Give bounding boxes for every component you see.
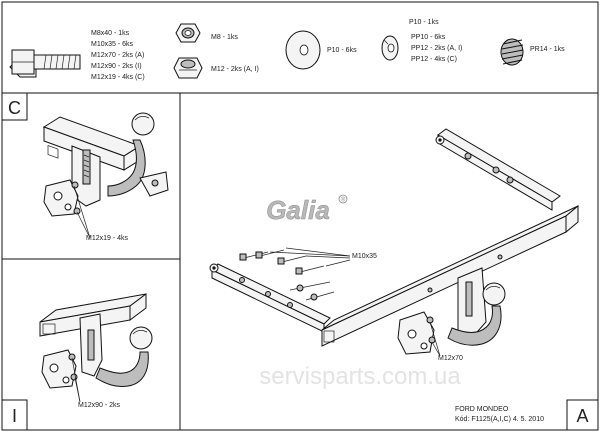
hex-bolt-icon — [9, 49, 81, 78]
spring-pr14-label: PR14 - 1ks — [530, 46, 565, 53]
nut-m8-icon — [175, 23, 201, 43]
spring-washer-icon — [381, 35, 399, 61]
view-c-letter-box: C — [1, 92, 28, 121]
view-a-bolt-m12-label: M12x70 — [438, 355, 463, 362]
footer-code: Kód: F1125(A,I,C) 4. 5. 2010 — [455, 416, 544, 423]
washer-pp-line-3: PP12 - 4ks (C) — [411, 56, 457, 63]
svg-text:I: I — [12, 406, 17, 426]
svg-text:®: ® — [341, 197, 346, 204]
view-i-drawing — [39, 293, 153, 403]
washer-p10-label: P10 - 6ks — [327, 47, 357, 54]
view-a-drawing — [209, 128, 579, 357]
nut-m8-label: M8 - 1ks — [211, 34, 238, 41]
view-c-bolt-label: M12x19 - 4ks — [86, 235, 129, 242]
coil-spring-icon — [500, 38, 524, 66]
washer-pp-title: P10 - 1ks — [409, 19, 439, 26]
view-c-drawing — [42, 112, 169, 239]
svg-text:Galia: Galia — [266, 195, 330, 225]
view-a-letter-box: A — [566, 399, 599, 431]
svg-text:A: A — [576, 406, 588, 426]
bolt-line-2: M12x70 - 2ks (A) — [91, 52, 144, 59]
watermark: servisparts.com.ua — [259, 363, 461, 390]
bolt-line-1: M10x35 - 6ks — [91, 41, 134, 48]
svg-text:C: C — [8, 98, 21, 118]
bolt-m8-label: M8x40 - 1ks — [91, 30, 130, 37]
bolt-line-3: M12x90 - 2ks (I) — [91, 63, 142, 70]
footer-model: FORD MONDEO — [455, 406, 509, 413]
washer-pp-line-1: PP10 - 6ks — [411, 34, 446, 41]
nut-m12-icon — [173, 57, 203, 79]
view-a-bolt-m10-label: M10x35 — [352, 253, 377, 260]
view-i-bolt-label: M12x90 - 2ks — [78, 402, 121, 409]
bolt-line-4: M12x19 - 4ks (C) — [91, 74, 145, 81]
washer-pp-line-2: PP12 - 2ks (A, I) — [411, 45, 462, 52]
view-i-letter-box: I — [1, 399, 28, 431]
galia-logo: Galia ® — [266, 194, 348, 225]
washer-p10-icon — [285, 30, 321, 70]
nut-m12-label: M12 - 2ks (A, I) — [211, 66, 259, 73]
